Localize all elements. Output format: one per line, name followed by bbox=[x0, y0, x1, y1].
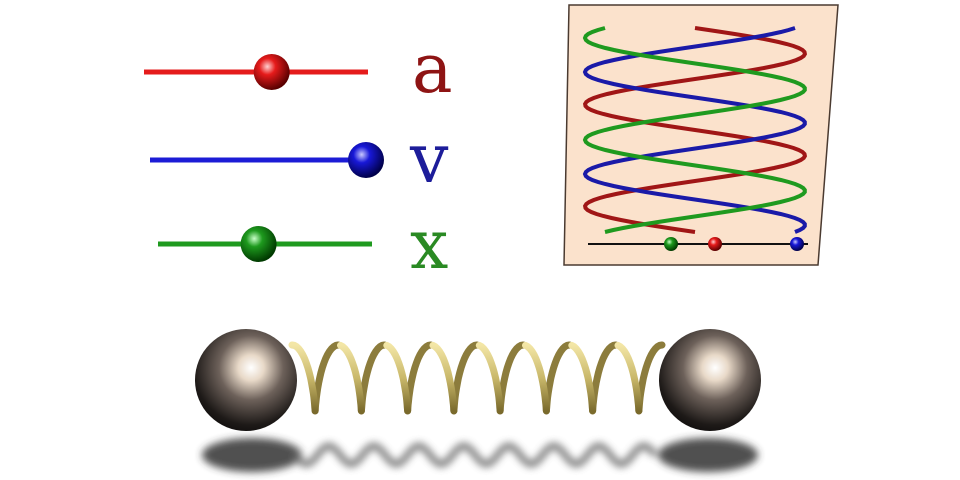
acceleration-label: a bbox=[412, 30, 453, 109]
velocity-label: v bbox=[410, 120, 449, 199]
trajectory-panel bbox=[563, 4, 839, 266]
panel-velocity-marker bbox=[790, 237, 804, 251]
spring-back-coils bbox=[311, 341, 666, 415]
acceleration-curve bbox=[582, 26, 808, 234]
right-mass-shadow bbox=[658, 438, 758, 472]
velocity-ball bbox=[348, 142, 384, 178]
position-curve bbox=[582, 26, 807, 234]
spring-shadow bbox=[292, 442, 658, 468]
legend-velocity bbox=[150, 142, 384, 178]
oscillator-shadow bbox=[202, 438, 758, 472]
acceleration-ball bbox=[253, 54, 290, 90]
panel-acceleration-marker bbox=[708, 237, 722, 251]
left-mass-shadow bbox=[202, 438, 302, 472]
left-mass bbox=[195, 329, 297, 431]
velocity-curve bbox=[582, 26, 807, 234]
position-ball bbox=[240, 226, 277, 262]
position-label: x bbox=[410, 206, 449, 285]
legend-acceleration bbox=[144, 54, 368, 90]
legend-position bbox=[158, 226, 372, 262]
right-mass bbox=[659, 329, 761, 431]
panel-position-marker bbox=[664, 237, 678, 251]
helical-spring-icon bbox=[288, 341, 643, 415]
panel-background bbox=[563, 4, 839, 266]
